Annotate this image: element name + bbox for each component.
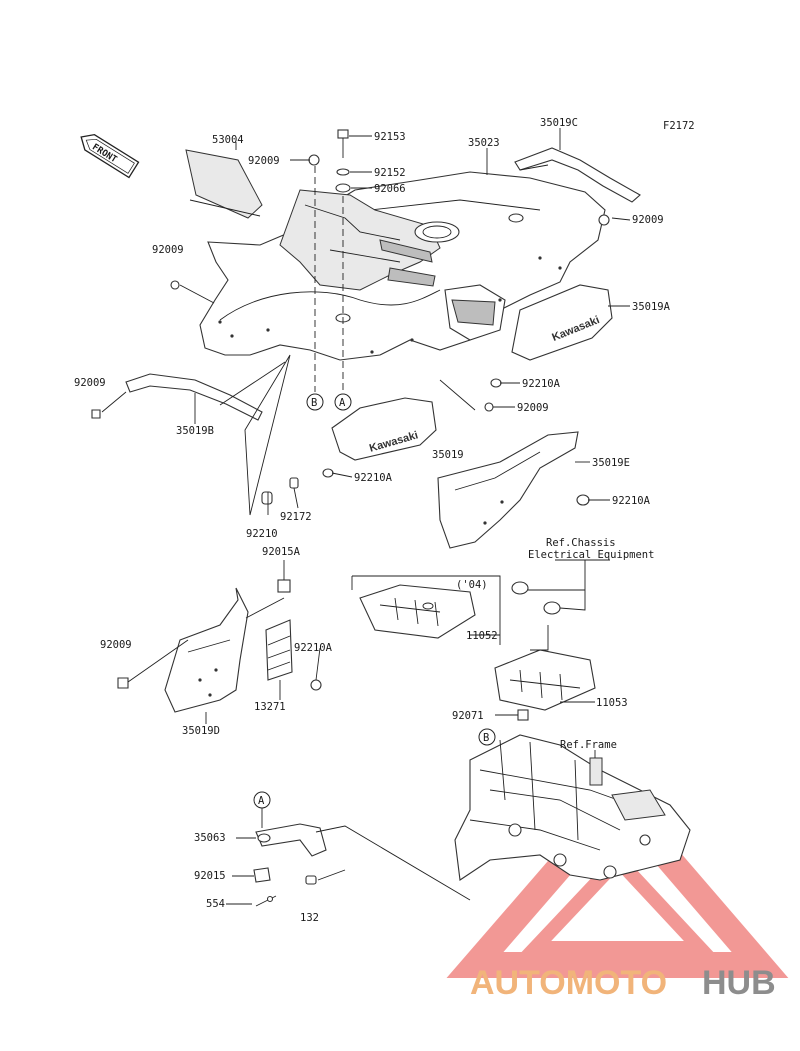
ref-chassis-line1: Ref.Chassis [546,537,616,549]
label-35019B: 35019B [176,425,214,437]
label-92066: 92066 [374,183,406,195]
label-92172: 92172 [280,511,312,523]
svg-text:A: A [258,795,265,807]
label-132: 132 [300,912,319,924]
part-92210A-grommet-lower [310,679,322,691]
reference-notes: Ref.Chassis Electrical Equipment Ref.Fra… [528,537,654,751]
label-11052: 11052 [466,630,498,642]
part-labels: 53004 92009 92153 92152 92066 35023 3501… [74,117,671,924]
leader-trays [530,625,549,651]
label-92210A-b: 92210A [354,472,393,484]
part-13271-bracket [265,619,293,681]
label-554: 554 [206,898,225,910]
watermark-text-part1: AUTOMOTO [470,964,667,1002]
label-13271: 13271 [254,701,286,713]
part-92015-nut [253,867,271,883]
label-35019D: 35019D [182,725,220,737]
part-132-bolt [305,875,317,885]
ref-chassis-line2: Electrical Equipment [528,549,654,561]
label-35023: 35023 [468,137,500,149]
label-92009-right: 92009 [632,214,664,226]
label-92210A-c: 92210A [612,495,651,507]
label-35019: 35019 [432,449,464,461]
label-35019E: 35019E [592,457,630,469]
label-92210: 92210 [246,528,278,540]
part-11053-tray [494,649,596,711]
label-92009-lower: 92009 [100,639,132,651]
label-92152: 92152 [374,167,406,179]
label-35063: 35063 [194,832,226,844]
label-92210A-a: 92210A [522,378,561,390]
svg-text:B: B [311,397,317,409]
part-35019-panel: Kawasaki [331,397,437,461]
label-92009-far-left: 92009 [74,377,106,389]
leader-35063-frame [315,825,471,901]
label-92015A: 92015A [262,546,301,558]
svg-text:A: A [339,397,346,409]
label-53004: 53004 [212,134,244,146]
callout-b-frame: B [478,728,496,746]
label-92071: 92071 [452,710,484,722]
label-92153: 92153 [374,131,406,143]
leaders-lower-left [127,560,321,724]
part-35023-rear-fender [199,171,606,361]
part-53004-flap [185,149,263,219]
watermark-triangle [446,780,789,978]
leaders-top [101,128,631,516]
part-92015A-nut [277,579,291,593]
part-35019E-inner-fender [437,431,579,549]
electrical-parts [511,559,610,615]
watermark-logo: AUTOMOTO HUB [470,964,776,1002]
diagram-code: F2172 [663,120,695,132]
leader-132 [317,869,346,881]
label-35019C: 35019C [540,117,578,129]
part-35019B-rail [125,373,263,421]
front-arrow: FRONT [80,133,140,179]
ref-frame: Ref.Frame [560,739,617,751]
part-554-pin [255,895,277,907]
label-92009-top: 92009 [248,155,280,167]
callout-a-top: A [334,393,352,411]
fasteners-top [91,129,610,506]
battery-tray-box [351,575,501,645]
part-35019D-flap [164,587,249,713]
label-92009-left: 92009 [152,244,184,256]
part-92071-nut [517,709,529,721]
callout-b-top: B [306,393,324,411]
part-11052-tray [359,584,476,639]
part-35063-bracket [255,823,327,857]
svg-text:B: B [483,732,489,744]
watermark-text-part2: HUB [702,964,776,1002]
part-92009-clip-lower [117,677,129,689]
label-92009-mid: 92009 [517,402,549,414]
label-11053: 11053 [596,697,628,709]
callout-a-bottom: A [253,791,271,809]
frame [454,734,691,881]
label-92210A-d: 92210A [294,642,333,654]
label-04: ('04) [456,579,488,591]
label-35019A: 35019A [632,301,671,313]
label-92015: 92015 [194,870,226,882]
part-35019C-rail [514,147,641,203]
